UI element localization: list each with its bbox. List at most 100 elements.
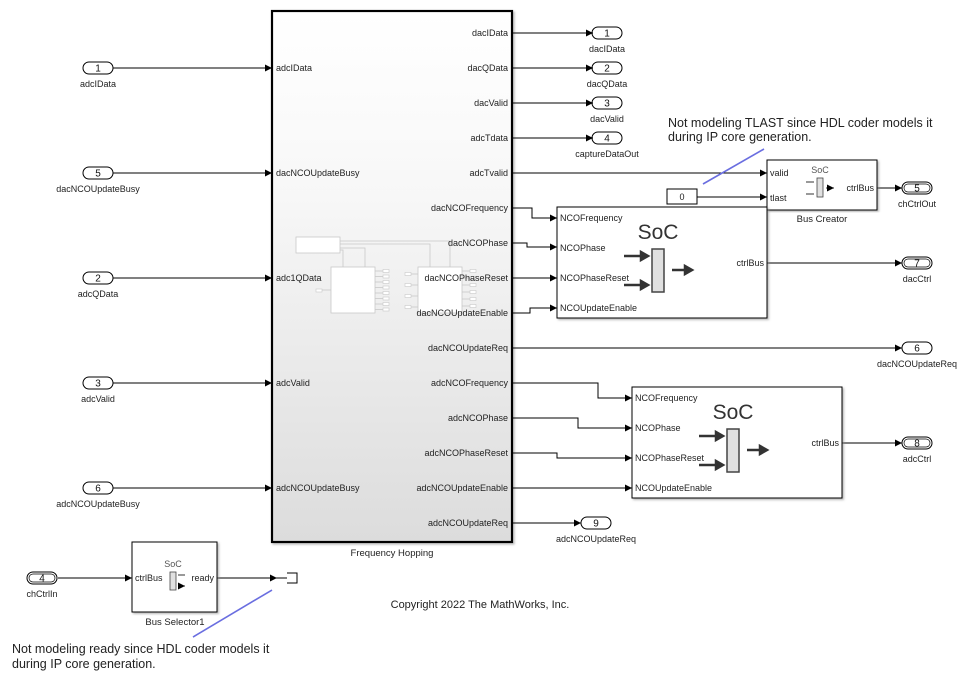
outport-port-8[interactable]: 9 adcNCOUpdateReq [556,516,636,544]
annotation-ready-line1: Not modeling ready since HDL coder model… [12,642,270,656]
outport-port-7[interactable]: 8 adcCtrl [901,436,933,464]
inport-port-number: 6 [95,484,101,495]
outport-port-2[interactable]: 3 dacValid [590,96,624,124]
outport-port-1[interactable]: 2 dacQData [587,61,628,89]
fh-input-label: adcNCOUpdateBusy [276,483,360,493]
bus-creator-input-tlast: tlast [770,193,787,203]
inport-port-name: chCtrlIn [26,589,57,599]
adc-block-output: ctrlBus [811,438,839,448]
soc-label: SoC [164,559,182,569]
outport-port-number: 2 [604,64,610,75]
constant-block[interactable]: 0 [666,188,698,205]
annotation-ready[interactable]: Not modeling ready since HDL coder model… [12,589,273,671]
fh-input-label: adcIData [276,63,312,73]
inport-port-4[interactable]: 6 adcNCOUpdateBusy [56,481,140,509]
inport-port-0[interactable]: 1 adcIData [80,61,116,89]
dac-block-output: ctrlBus [736,258,764,268]
inport-port-name: adcQData [78,289,119,299]
adc-block-input-ncoupdateenable: NCOUpdateEnable [635,483,712,493]
annotation-tlast-line1: Not modeling TLAST since HDL coder model… [668,116,933,130]
fh-output-label: adcTvalid [469,168,508,178]
inport-port-name: dacNCOUpdateBusy [56,184,140,194]
bus-selector-name: Bus Selector1 [145,617,204,628]
bus-creator-soc-icon [699,428,770,473]
annotation-tlast-line2: during IP core generation. [668,130,812,144]
outport-port-number: 6 [914,344,920,355]
adc-ctrl-bus-block[interactable]: NCOFrequency NCOPhase NCOPhaseReset NCOU… [631,386,843,499]
dac-block-input-ncofrequency: NCOFrequency [560,213,623,223]
fh-output-label: adcTdata [470,133,508,143]
inport-port-name: adcNCOUpdateBusy [56,499,140,509]
adc-block-input-ncophasereset: NCOPhaseReset [635,453,705,463]
inport-port-number: 3 [95,379,101,390]
adc-block-input-ncophase: NCOPhase [635,423,681,433]
dac-block-input-ncoupdateenable: NCOUpdateEnable [560,303,637,313]
bus-selector-block[interactable]: ctrlBus ready SoC Bus Selector1 [131,541,218,628]
fh-output-label: dacIData [472,28,508,38]
outport-port-name: dacIData [589,44,625,54]
outport-port-name: adcNCOUpdateReq [556,534,636,544]
fh-input-label: adc1QData [276,273,322,283]
bus-creator-soc-icon [624,248,695,293]
outport-port-name: dacQData [587,79,628,89]
outport-port-number: 4 [604,134,610,145]
outport-port-5[interactable]: 7 dacCtrl [901,256,933,284]
frequency-hopping-name: Frequency Hopping [351,548,434,559]
fh-output-label: dacNCOUpdateReq [428,343,508,353]
annotation-tlast[interactable]: Not modeling TLAST since HDL coder model… [668,116,933,185]
inport-port-number: 5 [95,169,101,180]
inport-port-number: 2 [95,274,101,285]
adc-block-input-ncofrequency: NCOFrequency [635,393,698,403]
fh-output-label: dacNCOUpdateEnable [416,308,508,318]
fh-output-label: adcNCOFrequency [431,378,509,388]
outport-port-3[interactable]: 4 captureDataOut [575,131,639,159]
frequency-hopping-subsystem[interactable]: Frequency Hopping adcIData dacNCOUpdateBu… [270,9,514,559]
fh-output-label: adcNCOPhase [448,413,508,423]
bus-creator-block[interactable]: valid tlast ctrlBus SoC Bus Creator [766,159,878,225]
dac-ctrl-bus-block[interactable]: NCOFrequency NCOPhase NCOPhaseReset NCOU… [556,206,768,319]
terminator[interactable] [277,572,298,584]
bus-creator-output: ctrlBus [846,183,874,193]
outport-port-number: 8 [914,439,920,450]
outport-port-name: dacValid [590,114,624,124]
bus-selector-input: ctrlBus [135,573,163,583]
outport-port-name: dacCtrl [903,274,932,284]
fh-output-label: dacValid [474,98,508,108]
bus-creator-input-valid: valid [770,168,789,178]
outport-port-number: 7 [914,259,920,270]
constant-value: 0 [679,192,684,202]
fh-input-label: dacNCOUpdateBusy [276,168,360,178]
outport-port-number: 3 [604,99,610,110]
outport-port-number: 1 [604,29,610,40]
inport-port-number: 4 [39,574,45,585]
outport-port-name: captureDataOut [575,149,639,159]
inport-port-1[interactable]: 5 dacNCOUpdateBusy [56,166,140,194]
fh-output-label: dacNCOPhase [448,238,508,248]
fh-output-label: adcNCOUpdateEnable [416,483,508,493]
bus-selector-icon [169,571,185,590]
dac-block-input-ncophase: NCOPhase [560,243,606,253]
subsystem-preview [295,236,477,314]
bus-creator-icon [806,177,834,198]
outport-port-0[interactable]: 1 dacIData [589,26,625,54]
fh-input-label: adcValid [276,378,310,388]
fh-output-label: adcNCOUpdateReq [428,518,508,528]
inport-port-5[interactable]: 4 chCtrlIn [26,571,58,599]
fh-output-label: dacQData [467,63,508,73]
outport-port-name: adcCtrl [903,454,932,464]
fh-output-label: dacNCOFrequency [431,203,509,213]
bus-selector-output: ready [191,573,214,583]
bus-creator-name: Bus Creator [797,214,848,225]
fh-output-label: adcNCOPhaseReset [424,448,508,458]
signal-lines [58,29,902,582]
copyright-text: Copyright 2022 The MathWorks, Inc. [391,599,570,611]
inport-port-number: 1 [95,64,101,75]
inport-port-name: adcIData [80,79,116,89]
inport-port-2[interactable]: 2 adcQData [78,271,119,299]
outport-port-number: 9 [593,519,599,530]
fh-output-label: dacNCOPhaseReset [424,273,508,283]
